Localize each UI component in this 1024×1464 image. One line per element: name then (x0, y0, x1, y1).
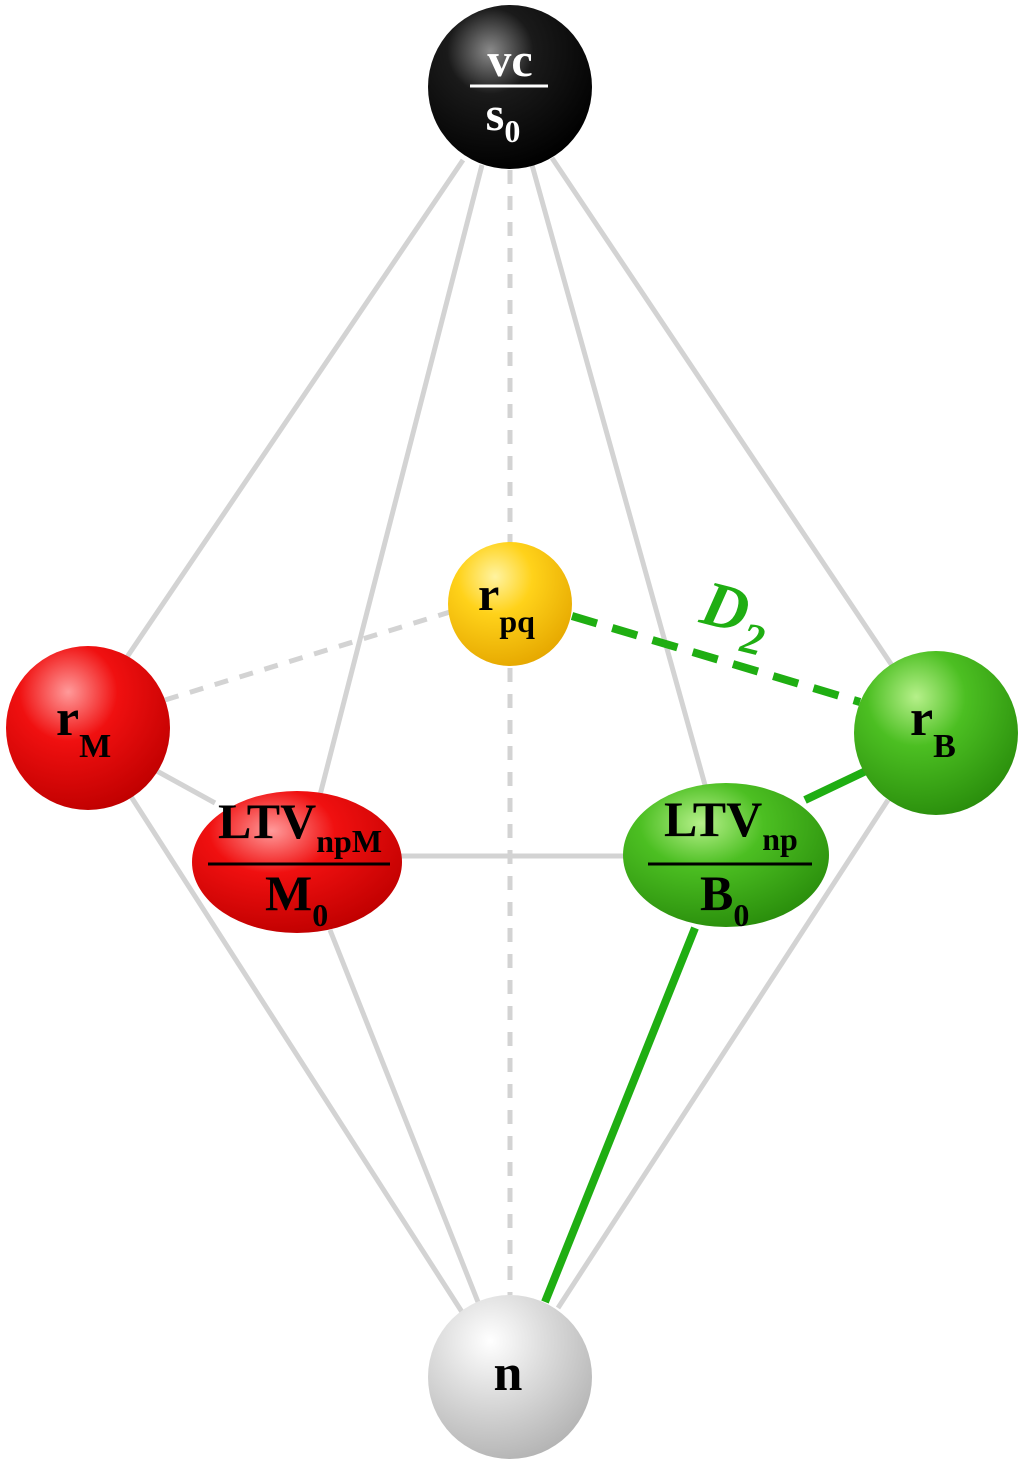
node-rpq: rpq (448, 542, 572, 666)
node-rB-sphere (854, 651, 1018, 815)
edges-green (541, 612, 870, 1304)
node-rpq-label-main: r (478, 568, 499, 621)
edge-ltvM-bottom (327, 929, 481, 1303)
edge-rM-ltvM (153, 767, 217, 806)
node-ltvB-numerator-sub: np (762, 821, 798, 857)
node-ltvM-denominator: M0 (265, 865, 328, 933)
edge-rpq-rB-dashed (570, 612, 862, 706)
node-rM-label-sub: M (79, 728, 111, 765)
edge-ltvB-bottom (541, 926, 699, 1304)
node-rM-sphere (6, 646, 170, 810)
edges-dashed (164, 170, 513, 1295)
node-rB: rB (854, 651, 1018, 815)
edge-rM-bottom (127, 793, 465, 1314)
node-top-numerator: vc (487, 34, 532, 87)
node-bottom-sphere (428, 1295, 592, 1459)
edge-rM-rpq (164, 609, 451, 703)
node-ltvM: LTVnpM M0 (192, 791, 402, 933)
node-ltvM-denominator-main: M (265, 865, 312, 921)
edge-top-ltvB (529, 164, 708, 786)
node-rB-label: rB (910, 690, 956, 765)
node-rM-label: rM (56, 690, 111, 765)
node-ltvB-numerator-main: LTV (664, 791, 762, 847)
node-rpq-sphere (448, 542, 572, 666)
node-rM-label-main: r (56, 690, 79, 747)
node-rpq-label: rpq (478, 568, 535, 639)
node-ltvM-sphere (192, 791, 402, 933)
edge-top-rM (122, 158, 466, 662)
node-bottom-label: n (494, 1345, 523, 1402)
node-ltvM-numerator-sub: npM (316, 823, 382, 859)
node-top-denominator-sub: 0 (504, 113, 520, 149)
node-ltvM-denominator-sub: 0 (312, 897, 328, 933)
node-rM: rM (6, 646, 170, 810)
edge-top-rB (549, 156, 898, 672)
node-ltvB-denominator-sub: 0 (733, 897, 749, 933)
node-ltvB: LTVnp B0 (623, 783, 829, 933)
node-ltvM-numerator-main: LTV (218, 793, 316, 849)
edge-rB-bottom (555, 798, 891, 1310)
node-top: vc s0 (428, 5, 592, 169)
node-ltvB-denominator: B0 (700, 865, 749, 933)
node-rpq-label-sub: pq (499, 603, 535, 639)
node-rB-label-sub: B (933, 728, 956, 765)
node-rB-label-main: r (910, 690, 933, 747)
node-ltvB-denominator-main: B (700, 865, 733, 921)
distance-label: D2 (690, 566, 778, 665)
node-ltvB-numerator: LTVnp (664, 791, 798, 857)
node-ltvB-sphere (623, 783, 829, 927)
node-top-denominator: s0 (486, 88, 521, 149)
edge-ltvB-rB (803, 766, 870, 804)
node-top-denominator-main: s (486, 88, 505, 141)
edge-top-ltvM (317, 164, 485, 796)
node-bottom: n (428, 1295, 592, 1459)
node-ltvM-numerator: LTVnpM (218, 793, 382, 859)
